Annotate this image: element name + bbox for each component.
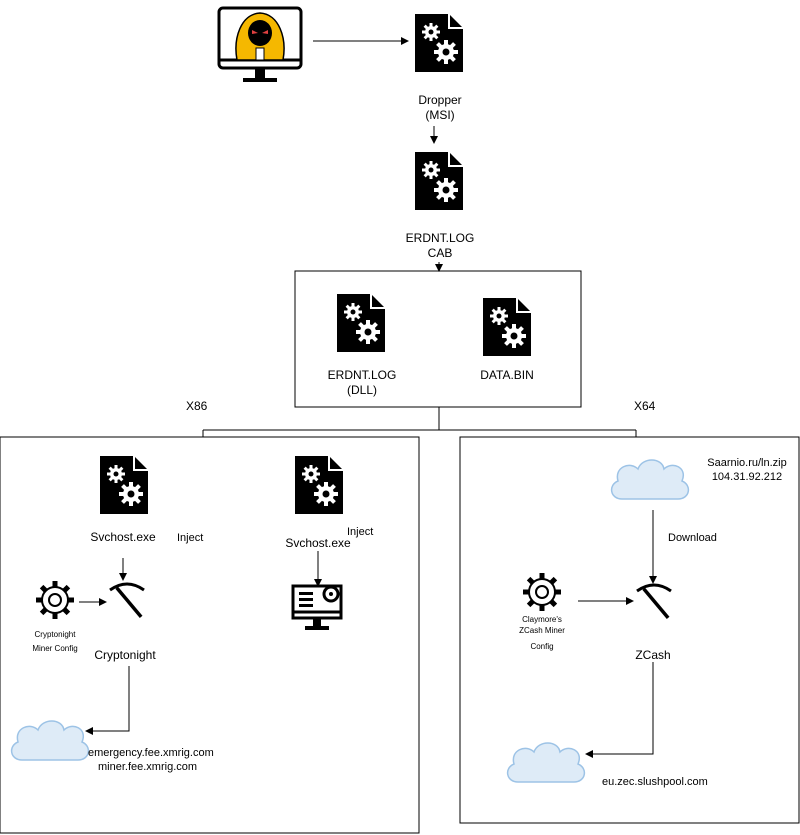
databin-file-icon — [482, 297, 532, 357]
dll-file-icon — [336, 293, 386, 353]
cab-file-icon — [414, 151, 464, 211]
computer-gear-icon — [291, 584, 343, 630]
x64-box — [459, 436, 800, 824]
slushpool-cloud-icon — [506, 742, 586, 783]
svchost1-file-icon — [99, 455, 149, 515]
x86-label: X86 — [186, 399, 208, 413]
cab-container-box — [294, 270, 582, 408]
zcash-pickaxe-icon — [635, 583, 673, 620]
zcash-miner-label: ZCash — [635, 648, 671, 662]
svchost2-label: Svchost.exe — [285, 536, 351, 550]
cryptonight-pickaxe-icon — [108, 582, 146, 619]
zcash-config-gear-icon — [523, 573, 561, 611]
dropper-file-icon — [414, 13, 464, 73]
zcash-to-pool-arrow — [585, 662, 654, 758]
svchost2-file-icon — [294, 455, 344, 515]
cryptonight-miner-label: Cryptonight — [94, 648, 156, 662]
cryptonight-config-gear-icon — [36, 581, 74, 619]
inject2-label: Inject — [347, 526, 374, 538]
dropper-label: Dropper(MSI) — [418, 93, 462, 122]
attacker-icon — [217, 6, 303, 82]
slushpool-label: eu.zec.slushpool.com — [602, 776, 708, 788]
miner-to-pool-arrow — [85, 666, 130, 735]
xmrig-pool-cloud-icon — [10, 720, 90, 761]
databin-label: DATA.BIN — [480, 368, 534, 382]
inject1-label: Inject — [177, 532, 204, 544]
download-label: Download — [668, 532, 717, 544]
svchost1-label: Svchost.exe — [90, 530, 156, 544]
dll-label: ERDNT.LOG(DLL) — [327, 368, 397, 397]
x64-label: X64 — [634, 399, 656, 413]
x86-box — [0, 436, 420, 834]
download-server-cloud-icon — [610, 459, 690, 500]
